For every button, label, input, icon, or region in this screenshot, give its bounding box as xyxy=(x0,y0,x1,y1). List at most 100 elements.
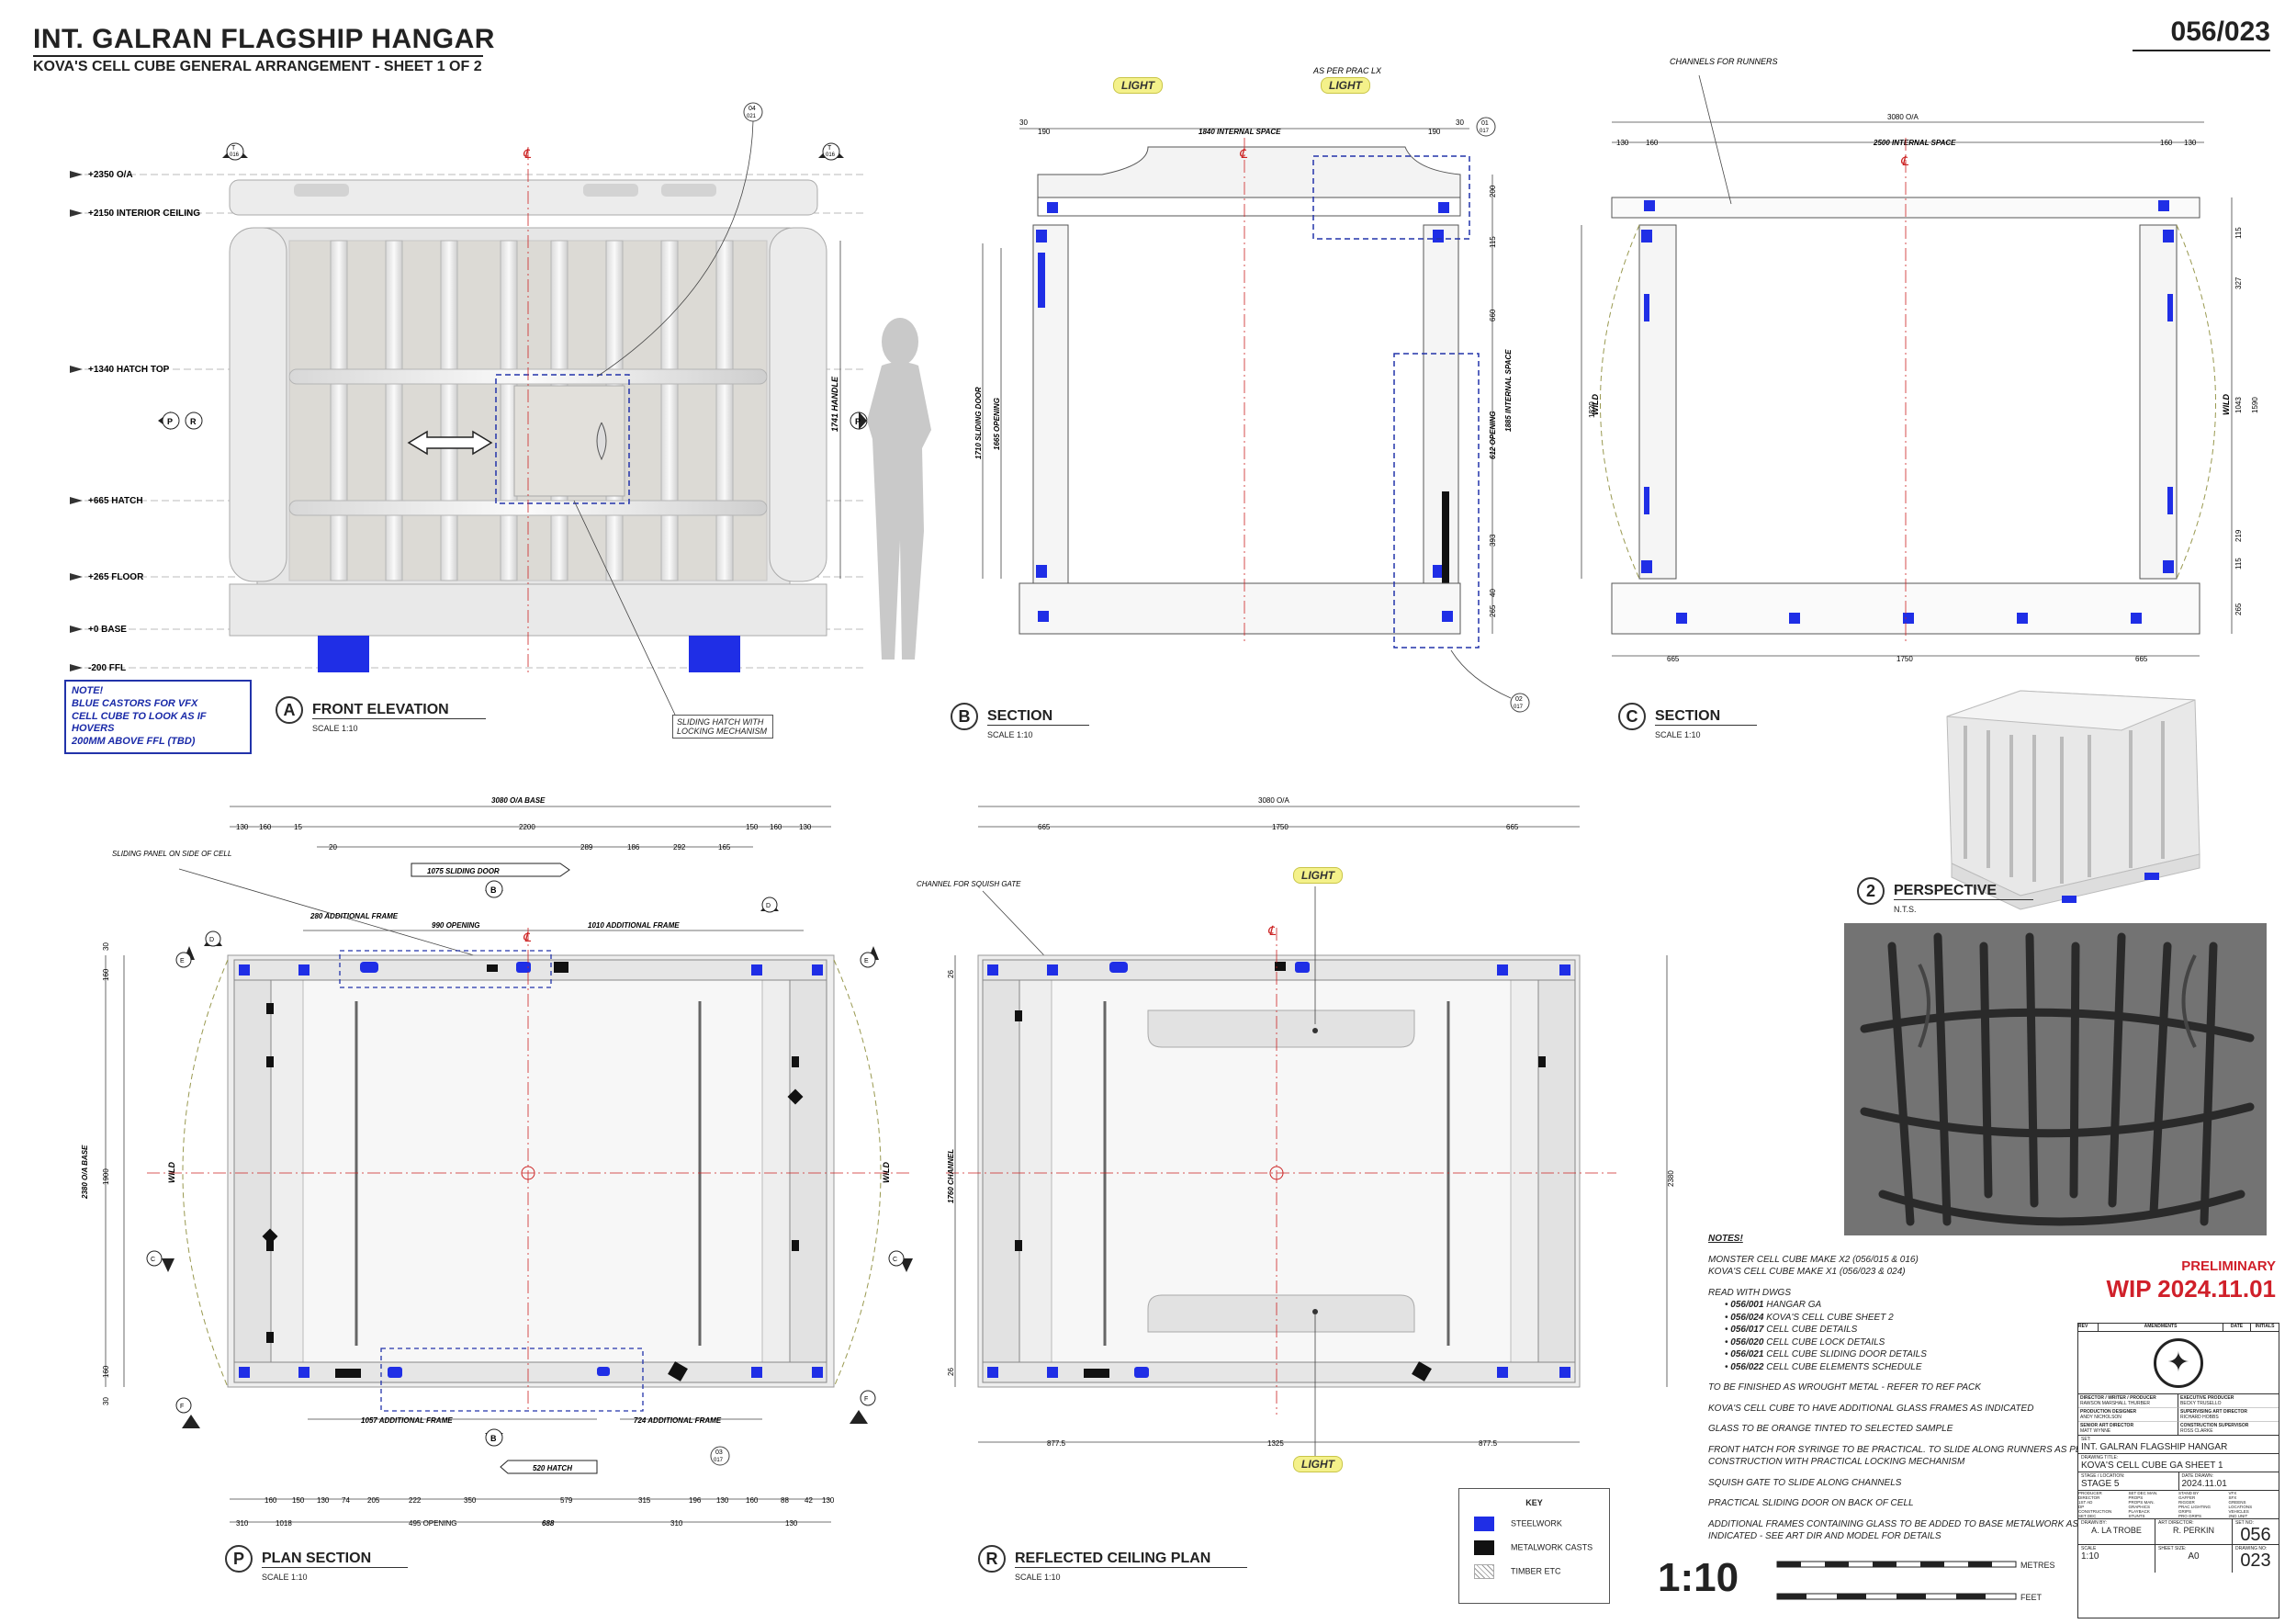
level-1340: +1340 HATCH TOP xyxy=(88,365,170,375)
view-label-section-b: B SECTION SCALE 1:10 xyxy=(951,703,1090,739)
svg-text:016: 016 xyxy=(826,152,836,158)
view-letter: C xyxy=(1618,703,1646,730)
svg-text:160: 160 xyxy=(259,823,272,831)
svg-text:190: 190 xyxy=(1428,128,1441,136)
svg-text:1750: 1750 xyxy=(1896,655,1913,663)
drawing-scale: 1:10 xyxy=(1658,1555,1739,1600)
drawing-notes: NOTES! MONSTER CELL CUBE MAKE X2 (056/01… xyxy=(1708,1233,2094,1551)
view-label-front-elevation: A FRONT ELEVATION SCALE 1:10 xyxy=(276,696,486,733)
note-line: 200MM ABOVE FFL (TBD) xyxy=(72,736,196,747)
level-minus200: -200 FFL xyxy=(88,663,126,673)
level-2350: +2350 O/A xyxy=(88,170,133,180)
key-title: KEY xyxy=(1525,1498,1543,1507)
view-label-section-c: C SECTION SCALE 1:10 xyxy=(1618,703,1758,739)
svg-text:265: 265 xyxy=(2234,603,2243,615)
view-title: PLAN SECTION xyxy=(262,1551,409,1568)
svg-text:02: 02 xyxy=(1515,696,1523,703)
svg-text:F: F xyxy=(864,1396,868,1403)
legend-key: KEY STEELWORK METALWORK CASTS TIMBER ETC xyxy=(1458,1488,1610,1604)
sliding-hatch-callout: SLIDING HATCH WITH LOCKING MECHANISM xyxy=(672,715,773,739)
svg-text:877.5: 877.5 xyxy=(1479,1439,1498,1448)
view-title: SECTION xyxy=(987,708,1090,726)
dwg-ref: • 056/021 CELL CUBE SLIDING DOOR DETAILS xyxy=(1725,1349,1927,1359)
svg-text:280 ADDITIONAL FRAME: 280 ADDITIONAL FRAME xyxy=(310,912,399,920)
svg-text:665: 665 xyxy=(1038,823,1051,831)
svg-text:01: 01 xyxy=(1481,120,1489,127)
svg-text:017: 017 xyxy=(1514,705,1524,710)
svg-text:1043: 1043 xyxy=(2234,397,2243,413)
svg-text:724 ADDITIONAL FRAME: 724 ADDITIONAL FRAME xyxy=(634,1416,722,1425)
drawn-by-row: DRAWN BY: A. LA TROBE ART DIRECTOR: R. P… xyxy=(2078,1519,2279,1545)
level-0: +0 BASE xyxy=(88,625,127,635)
svg-text:115: 115 xyxy=(2234,558,2243,570)
svg-text:C: C xyxy=(151,1257,155,1263)
set-field: SET: INT. GALRAN FLAGSHIP HANGAR xyxy=(2078,1436,2279,1454)
svg-text:R: R xyxy=(190,417,197,426)
svg-text:04: 04 xyxy=(748,106,756,112)
view-letter: 2 xyxy=(1857,877,1885,905)
svg-text:660: 660 xyxy=(1489,309,1497,321)
svg-text:42: 42 xyxy=(805,1496,813,1505)
view-letter: B xyxy=(951,703,978,730)
view-label-reflected-ceiling-plan: R REFLECTED CEILING PLAN SCALE 1:10 xyxy=(978,1545,1248,1582)
scale-bar-feet: FEET xyxy=(2020,1593,2043,1602)
level-2150: +2150 INTERIOR CEILING xyxy=(88,209,200,219)
wip-date: WIP 2024.11.01 xyxy=(2106,1275,2276,1303)
svg-text:30: 30 xyxy=(102,1397,110,1405)
note-line: CELL CUBE TO LOOK AS IF HOVERS xyxy=(72,710,207,735)
reference-photo xyxy=(1844,923,2267,1235)
sheet-title: INT. GALRAN FLAGSHIP HANGAR xyxy=(33,24,495,54)
svg-text:1710 SLIDING DOOR: 1710 SLIDING DOOR xyxy=(974,387,983,459)
svg-text:130: 130 xyxy=(799,823,812,831)
svg-text:130: 130 xyxy=(785,1519,798,1528)
svg-text:160: 160 xyxy=(1646,139,1659,147)
view-scale: SCALE 1:10 xyxy=(312,724,358,733)
view-letter: A xyxy=(276,696,303,724)
svg-text:160: 160 xyxy=(2160,139,2173,147)
vfx-note-box: NOTE! BLUE CASTORS FOR VFX CELL CUBE TO … xyxy=(64,680,252,754)
svg-text:665: 665 xyxy=(1506,823,1519,831)
section-c-view: 3080 O/A 130 160 2500 INTERNAL SPACE 160… xyxy=(1581,57,2259,663)
svg-text:315: 315 xyxy=(638,1496,651,1505)
svg-text:2380 O/A BASE: 2380 O/A BASE xyxy=(81,1145,89,1200)
scale-bar-metres: METRES xyxy=(2020,1561,2055,1570)
centerline-symbol-r: ℄ xyxy=(1267,923,1277,938)
sheet-reference-underline xyxy=(2133,50,2270,51)
key-item-timber: TIMBER ETC xyxy=(1474,1564,1594,1579)
centerline-symbol-c: ℄ xyxy=(1900,153,1909,168)
centerline-symbol-a: ℄ xyxy=(523,146,532,161)
svg-text:20: 20 xyxy=(329,843,337,851)
svg-text:SLIDING PANEL ON SIDE OF CELL: SLIDING PANEL ON SIDE OF CELL xyxy=(112,850,231,858)
svg-text:222: 222 xyxy=(409,1496,422,1505)
section-marker-p-right: P xyxy=(850,412,868,430)
notes-line: READ WITH DWGS xyxy=(1708,1287,1791,1298)
svg-text:26: 26 xyxy=(947,1368,955,1376)
svg-text:1057 ADDITIONAL FRAME: 1057 ADDITIONAL FRAME xyxy=(361,1416,453,1425)
svg-text:WILD: WILD xyxy=(167,1162,176,1183)
svg-text:160: 160 xyxy=(264,1496,277,1505)
notes-make: MONSTER CELL CUBE MAKE X2 (056/015 & 016… xyxy=(1708,1254,2094,1279)
svg-text:393: 393 xyxy=(1489,534,1497,547)
key-item-steelwork: STEELWORK xyxy=(1474,1517,1594,1531)
svg-text:289: 289 xyxy=(580,843,593,851)
svg-text:T: T xyxy=(231,145,236,152)
svg-text:03: 03 xyxy=(715,1449,723,1456)
svg-text:130: 130 xyxy=(822,1496,835,1505)
notes-item: KOVA'S CELL CUBE TO HAVE ADDITIONAL GLAS… xyxy=(1708,1403,2034,1414)
svg-text:160: 160 xyxy=(102,1365,110,1378)
svg-text:017: 017 xyxy=(714,1458,724,1463)
view-title: PERSPECTIVE xyxy=(1894,883,2034,900)
svg-text:1018: 1018 xyxy=(276,1519,292,1528)
svg-text:C: C xyxy=(893,1257,897,1263)
centerline-symbol-p: ℄ xyxy=(523,930,532,944)
scale-bar-graphic xyxy=(1776,1561,2017,1600)
dwg-ref: • 056/001 HANGAR GA xyxy=(1725,1300,1822,1310)
revision-header: REV AMENDMENTS DATE INITIALS xyxy=(2078,1324,2279,1332)
dwg-ref: • 056/024 KOVA'S CELL CUBE SHEET 2 xyxy=(1725,1312,1894,1323)
svg-text:1840 INTERNAL SPACE: 1840 INTERNAL SPACE xyxy=(1199,128,1281,136)
svg-text:150: 150 xyxy=(746,823,759,831)
svg-text:1075 SLIDING DOOR: 1075 SLIDING DOOR xyxy=(427,867,500,875)
svg-text:1820: 1820 xyxy=(1588,401,1596,418)
svg-text:150: 150 xyxy=(292,1496,305,1505)
